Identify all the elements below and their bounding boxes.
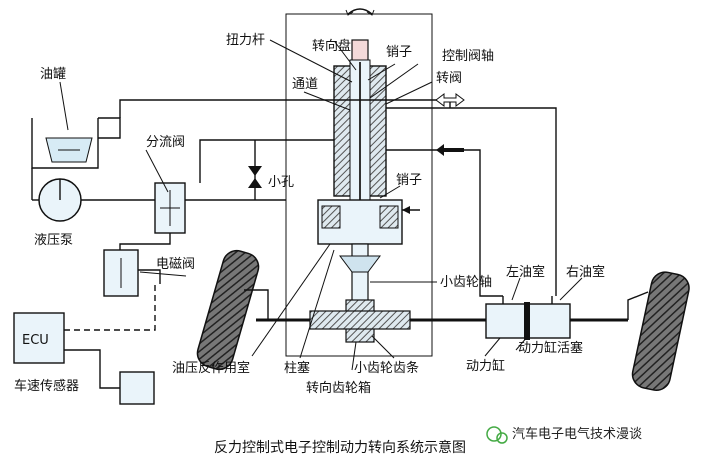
label-right-chamber: 右油室 [566, 264, 605, 280]
label-solenoid-valve: 电磁阀 [156, 257, 195, 272]
label-rotary-valve: 转阀 [436, 71, 462, 86]
label-flow-divider-valve: 分流阀 [146, 135, 185, 150]
label-left-chamber: 左油室 [506, 264, 545, 280]
flow-arrow-left [436, 144, 464, 156]
cylinder-piston [524, 302, 530, 340]
label-oil-tank: 油罐 [40, 67, 66, 82]
label-torsion-bar: 扭力杆 [226, 33, 265, 48]
label-gearbox: 转向齿轮箱 [306, 380, 371, 396]
label-ecu: ECU [22, 333, 49, 348]
right-tie-rod [627, 291, 649, 320]
label-hydraulic-pump: 液压泵 [34, 233, 73, 248]
pinion-shaft [351, 243, 369, 305]
label-power-cylinder: 动力缸 [466, 358, 505, 374]
label-pinion-shaft: 小齿轮轴 [440, 275, 492, 290]
ecu-box [13, 312, 65, 364]
column-housing [285, 13, 433, 357]
label-cylinder-piston: 动力缸活塞 [518, 340, 583, 356]
right-wheel [631, 271, 690, 391]
label-small-hole: 小孔 [268, 175, 294, 190]
wechat-icon [486, 426, 502, 442]
label-pin-top: 销子 [386, 45, 412, 60]
label-plunger: 柱塞 [284, 360, 310, 376]
left-wheel [196, 249, 260, 371]
rotation-arrow [347, 8, 373, 15]
label-control-valve-shaft: 控制阀轴 [442, 49, 494, 64]
rack [309, 310, 411, 330]
left-tie-rod [244, 289, 269, 321]
speed-sensor [119, 371, 155, 405]
label-passage: 通道 [292, 77, 318, 92]
leader-lines [59, 39, 583, 371]
label-reaction-chamber: 油压反作用室 [172, 360, 250, 376]
label-pin-lower: 销子 [396, 173, 422, 188]
label-steering-wheel: 转向盘 [312, 38, 351, 54]
return-line [119, 99, 451, 118]
label-rack: 小齿轮齿条 [354, 360, 419, 376]
oil-tank [31, 118, 99, 169]
label-speed-sensor: 车速传感器 [14, 378, 79, 394]
figure-caption: 反力控制式电子控制动力转向系统示意图 [214, 439, 466, 456]
watermark-text: 汽车电子电气技术漫谈 [512, 426, 642, 442]
flow-arrow-right [435, 93, 465, 107]
watermark: 汽车电子电气技术漫谈 [486, 426, 642, 444]
small-hole [248, 166, 262, 176]
